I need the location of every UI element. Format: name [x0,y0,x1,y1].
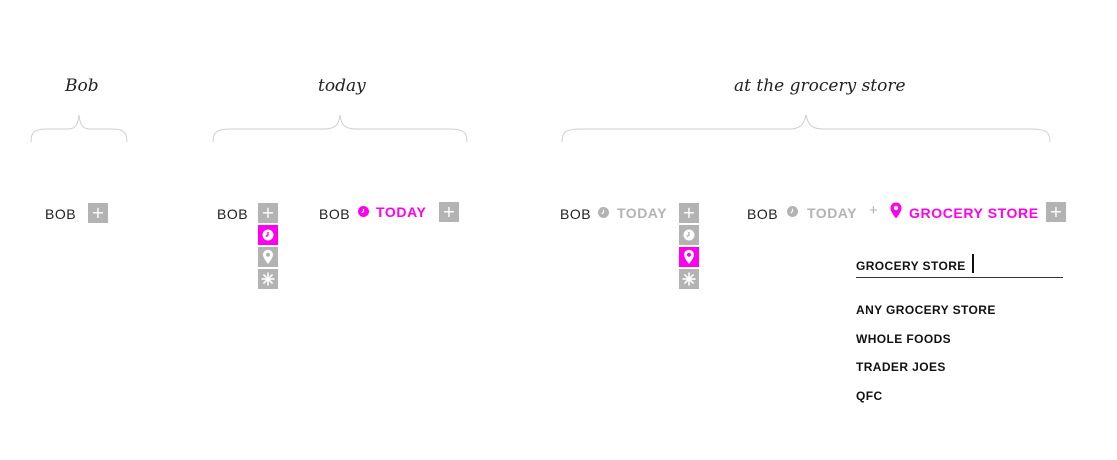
clock-icon [683,229,695,241]
plus-icon: + [91,203,105,222]
option-any-grocery-store[interactable]: ANY GROCERY STORE [856,303,996,317]
map-pin-icon [263,249,273,264]
token-place: GROCERY STORE [909,205,1039,221]
token-name: BOB [319,206,351,222]
menu-item-other[interactable] [679,269,699,289]
heading-today: today [318,76,366,96]
place-search-input[interactable]: GROCERY STORE [856,253,1064,279]
token-name: BOB [217,206,249,222]
plus-icon: + [1049,202,1063,221]
text-caret [972,254,974,273]
menu-item-other[interactable] [258,269,278,289]
option-trader-joes[interactable]: TRADER JOES [856,360,946,374]
token-name: BOB [560,206,592,222]
plus-icon: + [442,202,456,221]
token-joiner: + [869,202,879,219]
option-whole-foods[interactable]: WHOLE FOODS [856,332,952,346]
asterisk-icon [261,272,275,286]
add-button[interactable]: + [1046,202,1066,222]
place-search-value: GROCERY STORE [856,259,966,273]
token-time: TODAY [617,205,667,221]
menu-item-time[interactable] [258,225,278,245]
brace-grocery-store [561,114,1051,143]
clock-icon [598,207,609,218]
add-button[interactable]: + [258,203,278,223]
menu-item-time[interactable] [679,225,699,245]
brace-bob [30,114,128,143]
input-underline [856,277,1063,278]
menu-item-place[interactable] [258,247,278,267]
heading-bob: Bob [65,76,99,96]
add-button[interactable]: + [439,202,459,222]
plus-icon: + [261,203,275,222]
heading-grocery-store: at the grocery store [734,76,906,96]
map-pin-icon [890,202,902,219]
token-name: BOB [747,206,779,222]
clock-icon [262,229,274,241]
brace-today [212,114,468,143]
map-pin-icon [684,249,694,264]
clock-icon [787,206,798,217]
add-button[interactable]: + [679,203,699,223]
clock-icon [358,206,369,217]
token-time: TODAY [376,204,427,220]
asterisk-icon [682,272,696,286]
option-qfc[interactable]: QFC [856,389,883,403]
token-name: BOB [45,206,77,222]
token-time: TODAY [807,205,857,221]
menu-item-place[interactable] [679,247,699,267]
plus-icon: + [682,203,696,222]
add-button[interactable]: + [88,203,108,223]
